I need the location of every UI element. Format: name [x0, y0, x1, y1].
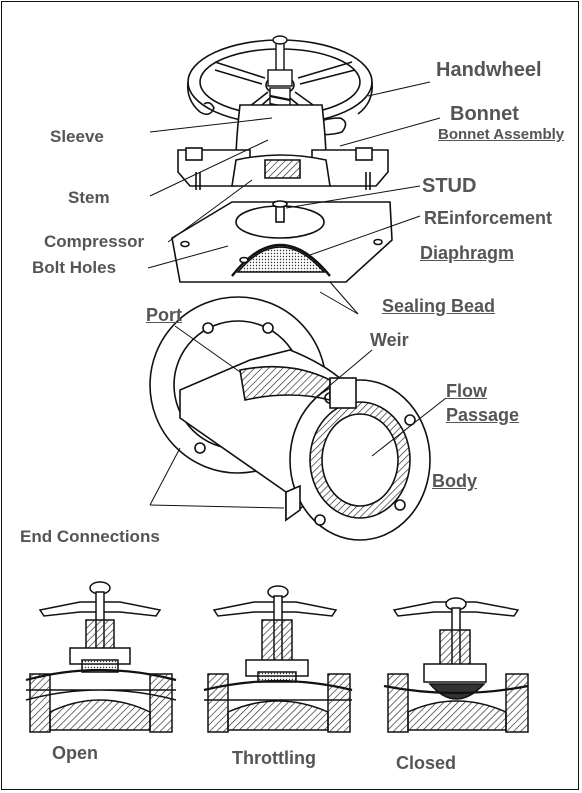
- reinforcement-label: REinforcement: [424, 208, 553, 228]
- compressor-label: Compressor: [44, 232, 145, 251]
- sleeve-label: Sleeve: [50, 127, 104, 146]
- valve-state-throttling: [203, 585, 353, 733]
- bonnet-assembly-label: Bonnet Assembly: [438, 126, 565, 143]
- weir-label: Weir: [370, 330, 409, 350]
- sealing-bead-label: Sealing Bead: [382, 296, 496, 316]
- diaphragm-label: Diaphragm: [420, 243, 515, 263]
- stud-label: STUD: [422, 175, 477, 197]
- valve-state-closed: [383, 597, 529, 733]
- diaphragm-part: [171, 200, 393, 283]
- valve-state-open: [25, 581, 177, 733]
- handwheel-label: Handwheel: [436, 59, 542, 81]
- flow-label: Flow: [446, 381, 487, 401]
- leader-lines: [147, 81, 447, 509]
- body-label: Body: [432, 471, 477, 491]
- port-label: Port: [146, 305, 182, 325]
- bonnet-part: [177, 104, 389, 190]
- bonnet-label: Bonnet: [450, 103, 519, 125]
- state-closed-label: Closed: [396, 753, 457, 773]
- stem-label: Stem: [68, 188, 110, 207]
- state-throttling-label: Throttling: [232, 748, 316, 768]
- passage-label: Passage: [446, 405, 520, 425]
- bolt-holes-label: Bolt Holes: [32, 258, 117, 277]
- body-part: [149, 296, 431, 541]
- state-open-label: Open: [52, 743, 99, 763]
- end-connections-label: End Connections: [20, 527, 160, 546]
